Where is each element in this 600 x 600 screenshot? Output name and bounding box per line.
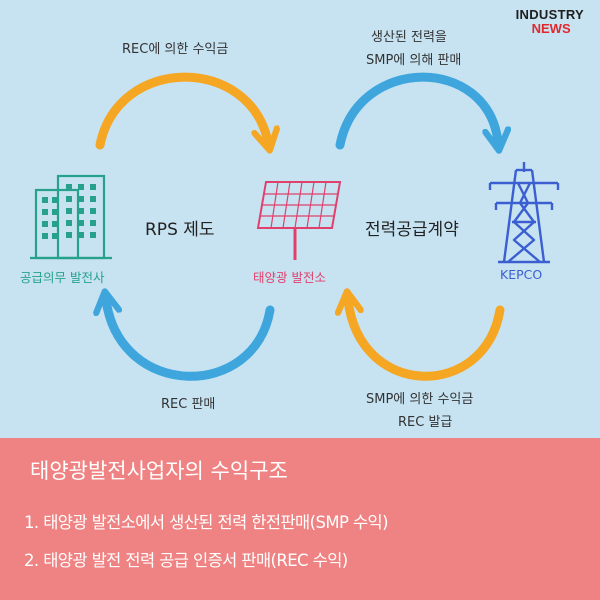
arrow-smp-sale: [335, 72, 498, 145]
node-obligor-label: 공급의무 발전사: [20, 270, 105, 285]
node-kepco-label: KEPCO: [500, 267, 543, 282]
flow-diagram: [30, 72, 560, 381]
summary-panel: [0, 438, 600, 600]
building-icon: [30, 174, 112, 260]
node-solar-label: 태양광 발전소: [253, 270, 326, 285]
arrow-rec-sale: [106, 300, 275, 381]
label-smp-income-line2: REC 발급: [398, 415, 453, 430]
summary-line-2: 2. 태양광 발전 전력 공급 인증서 판매(REC 수익): [24, 551, 348, 570]
label-rec-income: REC에 의한 수익금: [122, 42, 229, 57]
transmission-tower-icon: [488, 162, 560, 264]
arrow-rec-income: [95, 72, 268, 145]
label-smp-sale-line2: SMP에 의해 판매: [366, 53, 462, 68]
summary-title: 태양광발전사업자의 수익구조: [30, 459, 288, 483]
arrow-smp-income: [348, 300, 505, 381]
summary-line-1: 1. 태양광 발전소에서 생산된 전력 한전판매(SMP 수익): [24, 513, 389, 532]
label-power-contract: 전력공급계약: [365, 220, 459, 240]
label-smp-sale-line1: 생산된 전력을: [371, 30, 447, 45]
label-smp-income-line1: SMP에 의한 수익금: [366, 392, 474, 407]
industry-news-logo: INDUSTRY NEWS: [516, 8, 584, 35]
label-rec-sale: REC 판매: [161, 397, 216, 412]
diagram-area: [0, 0, 600, 438]
logo-line2: NEWS: [531, 21, 571, 36]
solar-panel-icon: [256, 181, 342, 260]
label-rps: RPS 제도: [145, 220, 215, 240]
logo-line1: INDUSTRY: [515, 7, 584, 22]
